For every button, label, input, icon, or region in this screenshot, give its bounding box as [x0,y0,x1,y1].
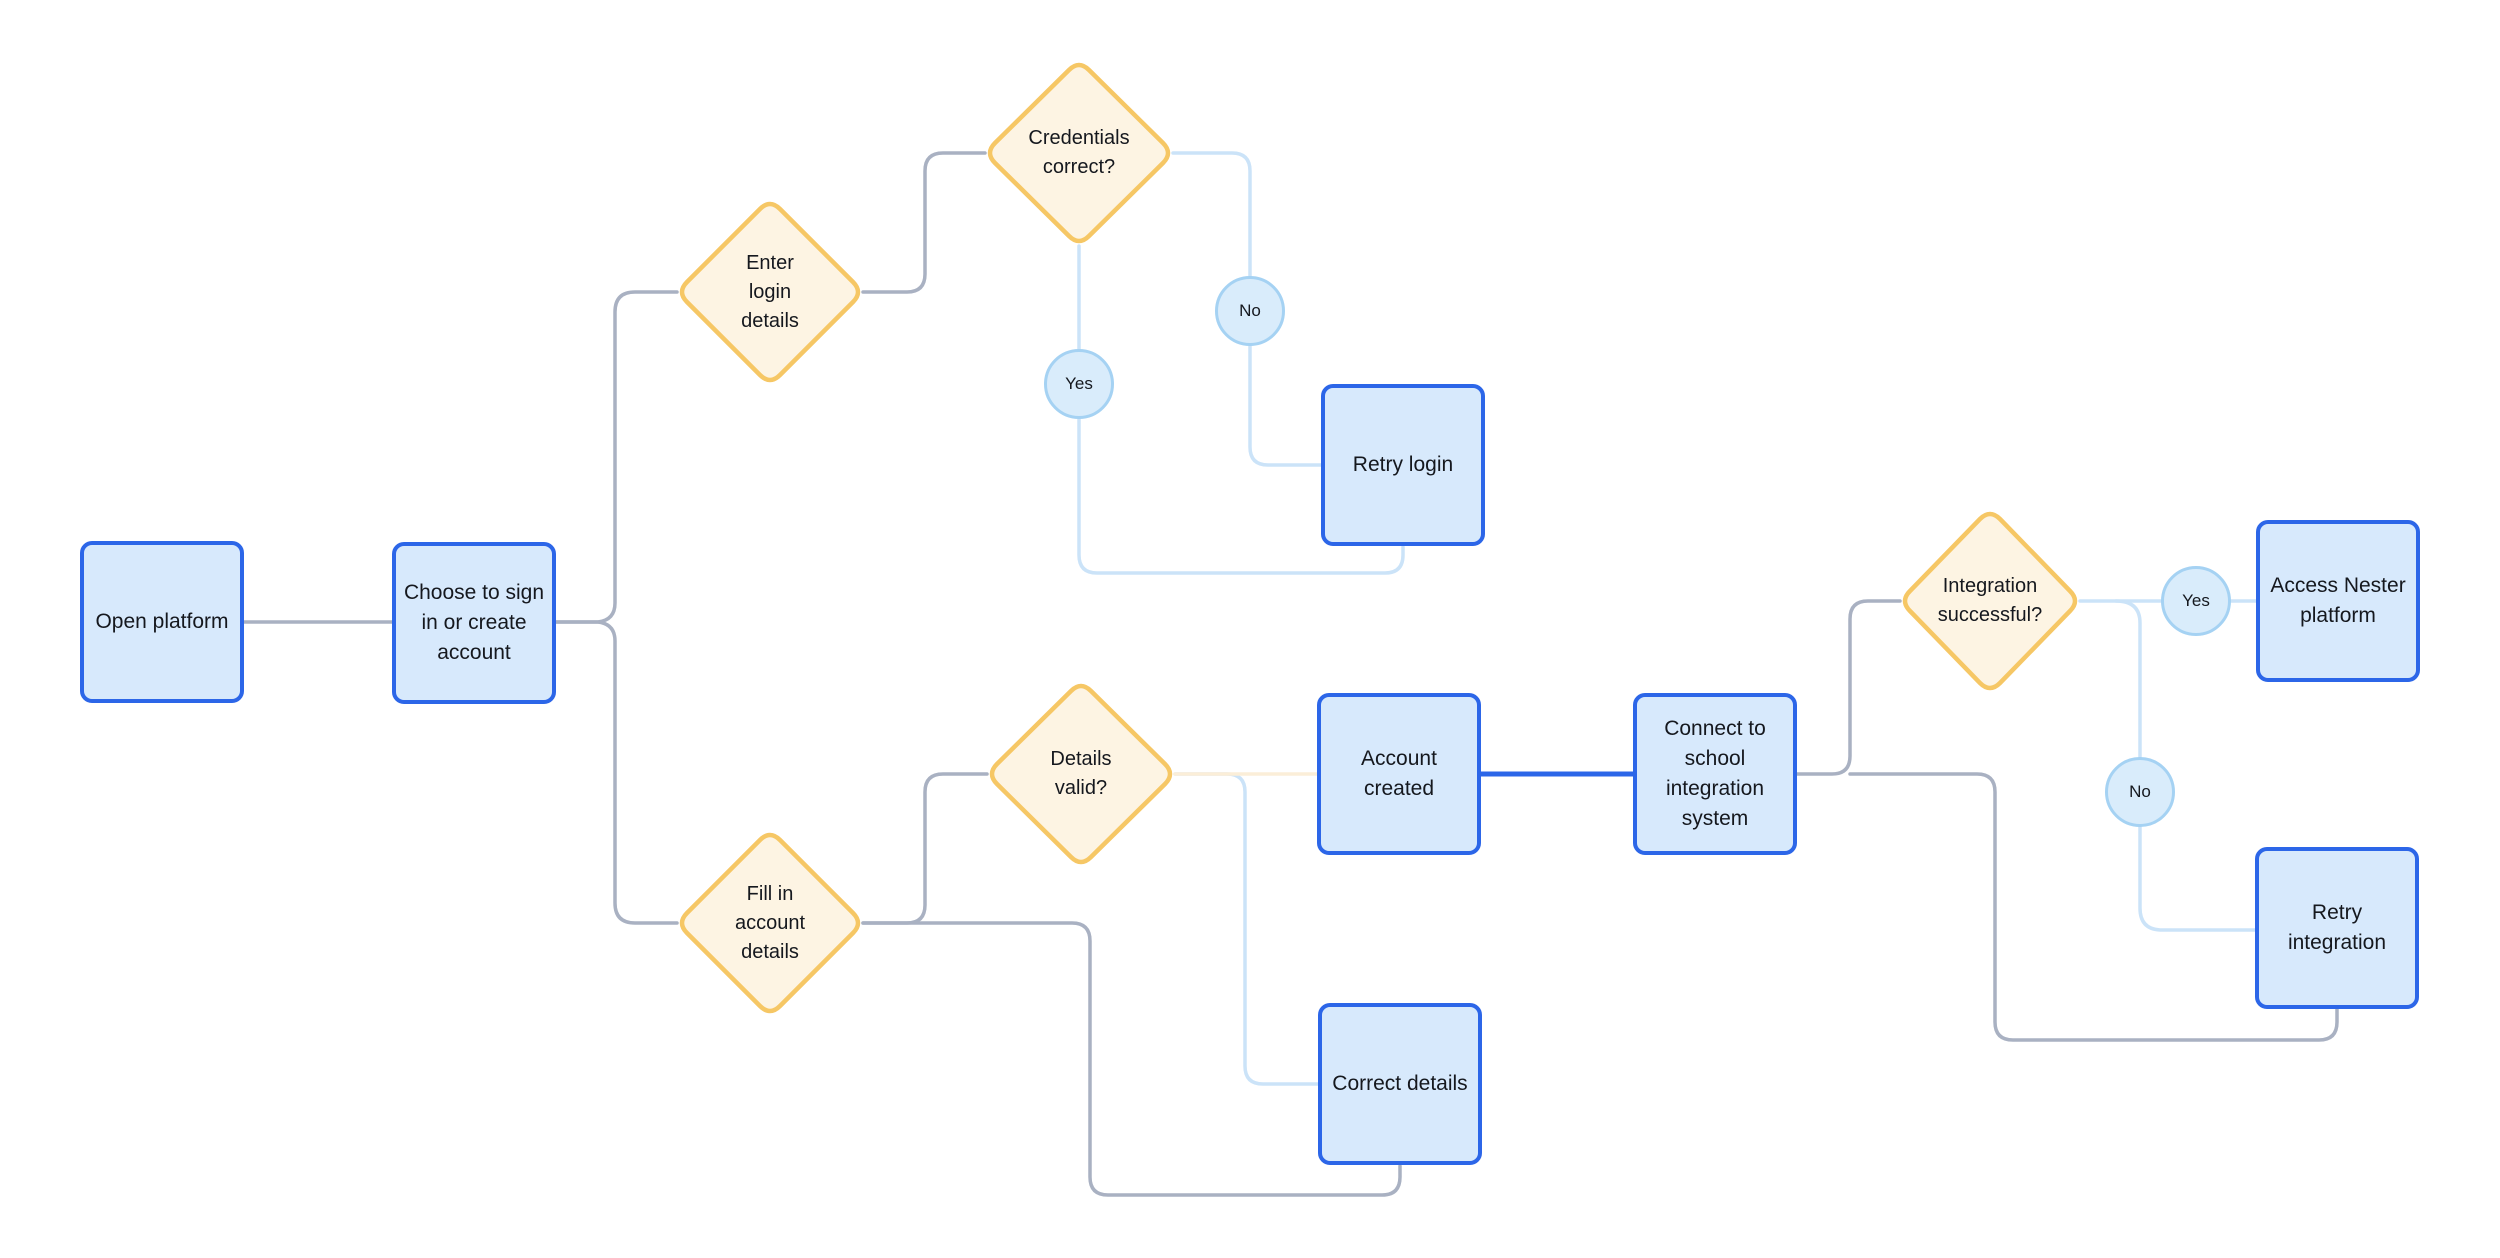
decision-enter-login-details[interactable] [679,201,861,383]
node-open-platform[interactable]: Open platform [80,541,244,703]
edge-detailsvalid-to-correctdetails [1173,772,1320,1086]
decision-details-valid[interactable] [989,683,1173,865]
edge-fillaccount-to-detailsvalid [861,772,989,925]
edge-choose-branch-down [554,620,679,925]
edge-choose-branch-up [554,290,679,624]
edge-enterlogin-to-credentials [861,151,987,294]
node-connect-to-school-integration-system[interactable]: Connect to school integration system [1633,693,1797,855]
edge-connect-to-integration [1795,599,1902,776]
node-access-nester-platform[interactable]: Access Nester platform [2256,520,2420,682]
edge-label-integration-no[interactable]: No [2105,757,2175,827]
node-label: Choose to sign in or create account [403,581,545,664]
edge-integration-no-to-retry [2114,599,2257,932]
decision-fill-account-details[interactable] [679,832,861,1014]
node-label: Open platform [95,610,229,634]
edge-label-credentials-no[interactable]: No [1215,276,1285,346]
node-label: Correct details [1332,1072,1468,1096]
node-label: Retry integration [2287,901,2387,954]
node-label: Access Nester platform [2270,574,2406,627]
node-retry-integration[interactable]: Retry integration [2255,847,2419,1009]
edge-credentials-yes-loop [1077,244,1405,575]
node-account-created[interactable]: Account created [1317,693,1481,855]
decision-credentials-correct[interactable] [987,62,1171,244]
edge-label-credentials-yes[interactable]: Yes [1044,349,1114,419]
node-label: Account created [1361,747,1437,800]
node-retry-login[interactable]: Retry login [1321,384,1485,546]
node-choose-sign-in-or-create-account[interactable]: Choose to sign in or create account [392,542,556,704]
decision-integration-successful[interactable] [1902,511,2078,691]
node-label: Connect to school integration system [1664,717,1766,830]
edge-retryintegration-loop [1848,772,2339,1042]
node-label: Retry login [1352,453,1454,477]
node-correct-details[interactable]: Correct details [1318,1003,1482,1165]
edge-label-integration-yes[interactable]: Yes [2161,566,2231,636]
edge-correctdetails-loop-to-fillaccount [861,921,1402,1197]
